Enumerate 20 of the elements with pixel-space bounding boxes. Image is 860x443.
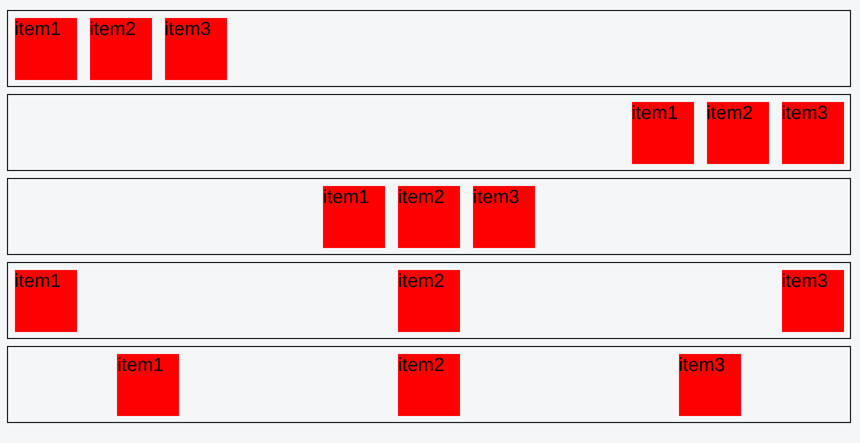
flex-item: item1 bbox=[323, 186, 385, 248]
flex-item: item2 bbox=[398, 354, 460, 416]
flex-item: item3 bbox=[782, 102, 844, 164]
flex-item: item2 bbox=[398, 186, 460, 248]
flex-item: item1 bbox=[632, 102, 694, 164]
flex-item: item3 bbox=[473, 186, 535, 248]
flex-container bbox=[7, 178, 851, 255]
flex-container bbox=[7, 346, 851, 423]
flex-item: item2 bbox=[398, 270, 460, 332]
flex-item: item3 bbox=[678, 354, 741, 416]
flex-item: item3 bbox=[782, 270, 844, 332]
flex-container bbox=[7, 10, 851, 87]
flex-item: item2 bbox=[706, 102, 768, 164]
flex-item: item1 bbox=[117, 354, 180, 416]
flex-item: item1 bbox=[14, 18, 76, 80]
flex-item: item2 bbox=[90, 18, 152, 80]
flex-container bbox=[7, 94, 851, 171]
flex-container bbox=[7, 262, 851, 339]
flex-item: item1 bbox=[14, 270, 76, 332]
flex-item: item3 bbox=[164, 18, 226, 80]
